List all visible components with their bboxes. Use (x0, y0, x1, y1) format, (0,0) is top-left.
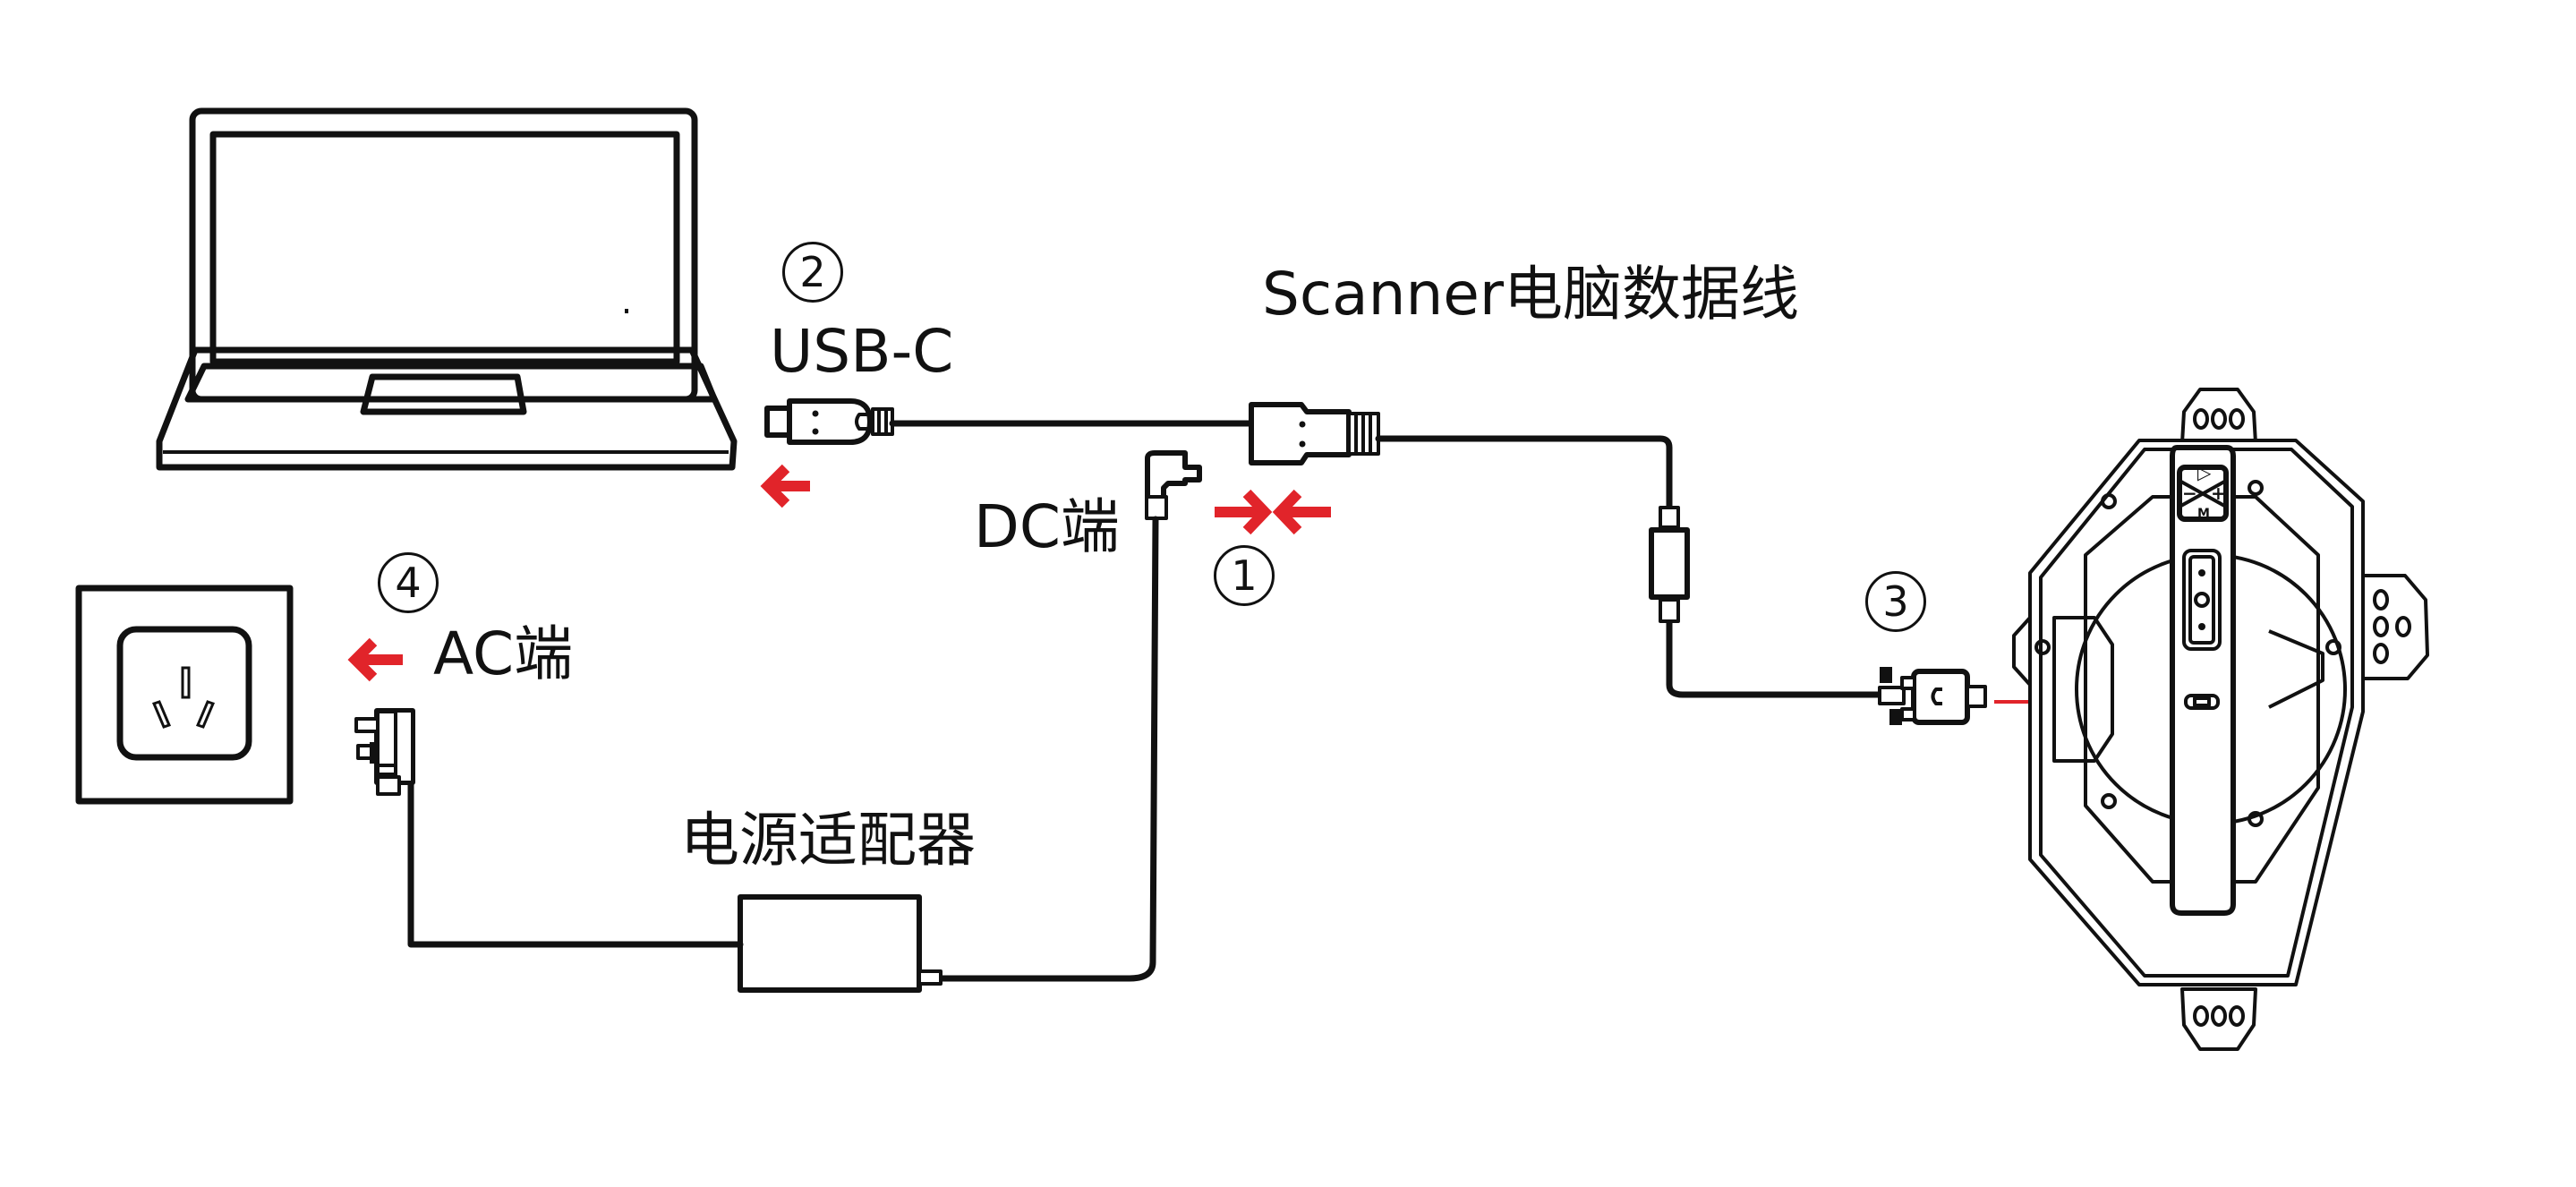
power-adapter-icon (738, 894, 922, 993)
mode-button-label: M (2197, 507, 2210, 521)
usb-c-plug-icon (764, 398, 894, 445)
ac-cable (407, 769, 744, 948)
scanner-data-cable (1375, 435, 1673, 509)
wall-outlet-icon (75, 585, 294, 805)
data-cable-label: Scanner电脑数据线 (1262, 260, 1800, 329)
adapter-dc-strain-relief (917, 969, 943, 986)
play-button-label: ▷ (2197, 462, 2212, 483)
scanner-connector-icon (1878, 667, 1987, 725)
dc-plug-icon (1145, 450, 1202, 520)
scanner-data-cable-lower (1666, 619, 1885, 698)
ac-end-label: AC端 (433, 619, 574, 688)
power-adapter-label: 电源适配器 (680, 806, 976, 875)
usb-a-connector-icon (1249, 402, 1380, 465)
step-1-badge: 1 (1214, 545, 1275, 606)
scanner-device-icon: ▷ − + M (2012, 388, 2429, 1051)
usb-insert-arrow-icon (760, 464, 810, 508)
step-3-badge: 3 (1865, 571, 1926, 632)
ferrite-core-icon (1649, 506, 1690, 623)
step-4-badge: 4 (378, 552, 439, 613)
ac-plug-icon (354, 708, 415, 796)
ac-insert-arrow-icon (347, 637, 403, 682)
laptop-icon (156, 107, 738, 471)
minus-button-label: − (2182, 482, 2197, 504)
step-2-badge: 2 (782, 242, 843, 303)
dc-cable (934, 516, 1159, 982)
dc-end-label: DC端 (974, 492, 1120, 561)
usb-c-label: USB-C (770, 317, 954, 386)
dc-join-arrows-icon (1215, 489, 1331, 535)
plus-button-label: + (2211, 482, 2226, 504)
